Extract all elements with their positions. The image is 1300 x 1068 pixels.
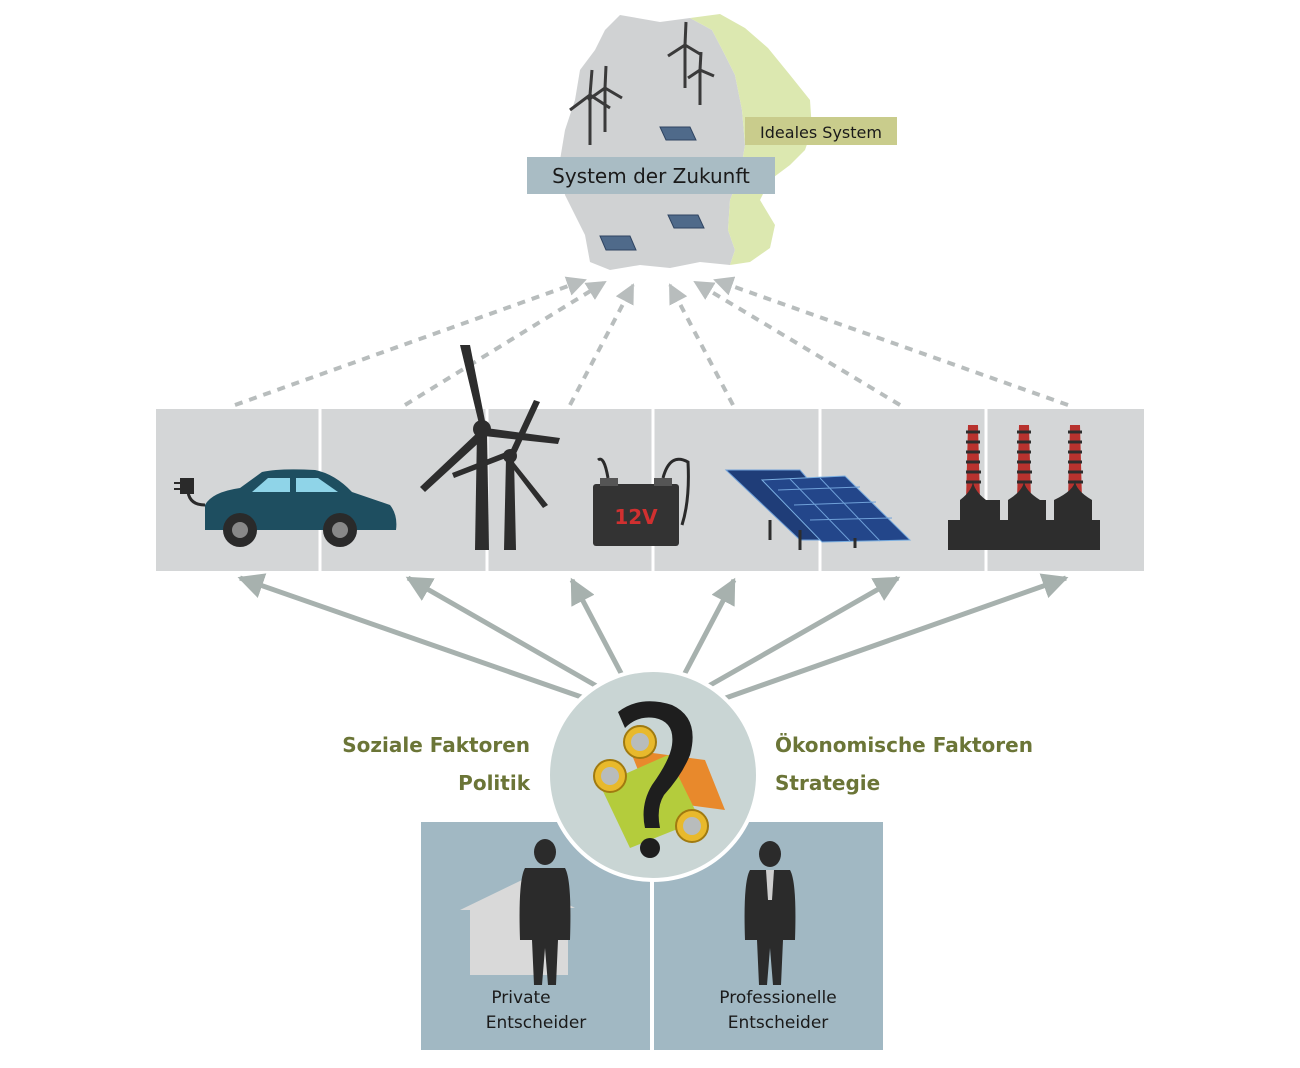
decision-circle — [546, 668, 760, 882]
technology-strip: 12V — [156, 345, 1144, 571]
solid-arrows — [237, 573, 1069, 703]
question-mark-icon — [618, 701, 693, 828]
politics-label: Politik — [458, 771, 531, 795]
strategy-label: Strategie — [775, 771, 880, 795]
battery-12v-icon: 12V — [593, 457, 690, 546]
map-solar-panels — [599, 126, 705, 251]
dashed-arrow-plant — [713, 276, 1069, 407]
arrow-to-solar-right — [703, 575, 901, 691]
private-label-line1: Private — [491, 988, 550, 1008]
arrow-to-battery — [569, 577, 625, 677]
dashed-arrow-solar — [668, 283, 735, 406]
arrow-to-solar-left — [681, 577, 737, 677]
map-west-region — [560, 15, 745, 270]
euro-coins-icon — [593, 725, 709, 843]
social-factors-label: Soziale Faktoren — [342, 733, 530, 757]
map-wind-turbines-west — [569, 65, 623, 145]
dashed-arrow-solar2 — [693, 280, 902, 407]
solar-panel-icon — [724, 469, 912, 550]
professional-label-line1: Professionelle — [719, 988, 836, 1008]
ideal-system-text: Ideales System — [760, 123, 882, 142]
dashed-arrow-car — [234, 276, 587, 407]
arrow-to-plant — [719, 573, 1069, 703]
arrow-to-car — [237, 573, 591, 703]
wind-turbine-icon — [420, 345, 560, 550]
future-system-text: System der Zukunft — [552, 164, 750, 188]
battery-voltage-text: 12V — [614, 505, 658, 529]
ideal-system-label: Ideales System — [745, 117, 897, 145]
power-plant-icon — [948, 425, 1100, 550]
dashed-arrows — [234, 276, 1069, 407]
future-system-label: System der Zukunft — [527, 157, 775, 194]
private-person-icon — [519, 839, 571, 985]
professional-person-icon — [744, 841, 796, 985]
germany-map: Ideales System System der Zukunft — [527, 14, 897, 270]
electric-car-icon — [174, 469, 397, 547]
private-label-line2: Entscheider — [486, 1013, 587, 1033]
dashed-arrow-wind — [403, 280, 607, 407]
decision-makers: Private Entscheider Professionelle Entsc… — [421, 822, 883, 1050]
map-wind-turbines-east — [667, 21, 715, 105]
professional-label-line2: Entscheider — [728, 1013, 829, 1033]
economic-factors-label: Ökonomische Faktoren — [775, 733, 1033, 757]
dashed-arrow-battery — [568, 283, 635, 406]
arrow-to-wind — [405, 575, 602, 691]
